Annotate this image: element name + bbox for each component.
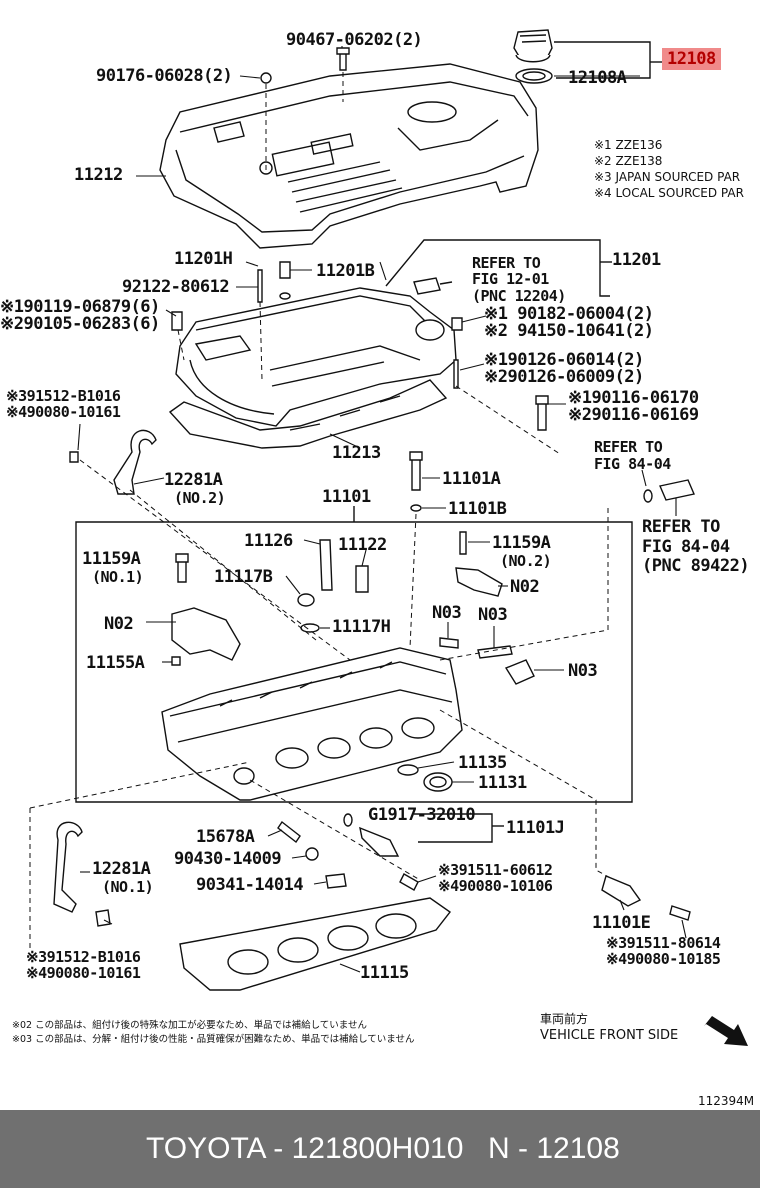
part-11122[interactable]: 11122 <box>338 535 387 555</box>
diagram-drawing <box>0 0 748 1046</box>
part-90467[interactable]: 90467-06202(2) <box>286 30 423 50</box>
part-90126a[interactable]: ※190126-06014(2) <box>484 350 644 370</box>
vehicle-front-jp: 車両前方 <box>540 1012 589 1026</box>
part-11159A-no2[interactable]: 11159A <box>492 533 551 553</box>
part-12281A-no2[interactable]: 12281A <box>164 470 223 490</box>
part-N03-a[interactable]: N03 <box>432 603 462 623</box>
part-N03-c[interactable]: N03 <box>568 661 598 681</box>
oil-filler-cap <box>514 30 552 62</box>
vehicle-front-arrow <box>704 1016 748 1046</box>
part-90176[interactable]: 90176-06028(2) <box>96 66 233 86</box>
part-G1917[interactable]: G1917-32010 <box>368 805 476 825</box>
part-90116b[interactable]: ※290116-06169 <box>568 405 699 425</box>
part-N03-b[interactable]: N03 <box>478 605 508 625</box>
refer-fig-12-01-line2[interactable]: FIG 12-01 <box>472 270 549 288</box>
refer-fig-84-04-b-line2[interactable]: FIG 84-04 <box>642 537 730 557</box>
cylinder-head-cover <box>176 288 456 426</box>
part-11101[interactable]: 11101 <box>322 487 371 507</box>
part-11201H[interactable]: 11201H <box>174 249 233 269</box>
engine-hanger-no1 <box>54 822 82 912</box>
head-gasket <box>180 898 450 990</box>
part-15678A[interactable]: 15678A <box>196 827 255 847</box>
part-11101B[interactable]: 11101B <box>448 499 507 519</box>
refer-fig-84-04-b-line1[interactable]: REFER TO <box>642 517 720 537</box>
part-90119[interactable]: ※190119-06879(6) <box>0 297 160 317</box>
part-11159A-no1[interactable]: 11159A <box>82 549 141 569</box>
part-11201B[interactable]: 11201B <box>316 261 375 281</box>
part-11117H[interactable]: 11117H <box>332 617 391 637</box>
part-11117B[interactable]: 11117B <box>214 567 273 587</box>
part-11101E[interactable]: 11101E <box>592 913 651 933</box>
part-11201[interactable]: 11201 <box>612 250 661 270</box>
part-91512-upper[interactable]: ※391512-B1016 <box>6 387 121 405</box>
part-12108-highlight[interactable]: 12108 <box>662 48 721 70</box>
cylinder-head <box>162 648 462 800</box>
footer-bar: TOYOTA - 121800H010 N - 12108 <box>0 1110 760 1188</box>
part-90126b[interactable]: ※290126-06009(2) <box>484 367 644 387</box>
part-N02-left[interactable]: N02 <box>104 614 134 634</box>
note-3: ※3 JAPAN SOURCED PAR <box>594 170 741 184</box>
parts-diagram: 90467-06202(2) 12108 90176-06028(2) 1210… <box>0 0 755 1108</box>
footer-reference: N - 12108 <box>488 1132 620 1165</box>
note-2: ※2 ZZE138 <box>594 154 663 168</box>
part-N02-right[interactable]: N02 <box>510 577 540 597</box>
refer-fig-12-01-line1[interactable]: REFER TO <box>472 254 541 272</box>
part-91511-upper[interactable]: ※391511-60612 <box>438 861 553 879</box>
footer-part-number: TOYOTA - 121800H010 <box>146 1132 464 1165</box>
engine-hanger-no2 <box>114 430 156 494</box>
part-90080-lower-right[interactable]: ※490080-10185 <box>606 950 721 968</box>
part-11101A[interactable]: 11101A <box>442 469 501 489</box>
vehicle-front-en: VEHICLE FRONT SIDE <box>540 1028 679 1043</box>
part-90116a[interactable]: ※190116-06170 <box>568 388 699 408</box>
head-cover-gasket <box>170 380 446 448</box>
engine-cover <box>160 64 538 248</box>
part-90080-mid[interactable]: ※490080-10106 <box>438 877 553 895</box>
part-92122[interactable]: 92122-80612 <box>122 277 230 297</box>
part-90080-lower-left[interactable]: ※490080-10161 <box>26 964 141 982</box>
part-91511-lower[interactable]: ※391511-80614 <box>606 934 721 952</box>
part-11159A-no1-sub: (NO.1) <box>92 568 144 586</box>
illustration-id: 112394M <box>698 1094 755 1108</box>
refer-fig-84-04-a-line1[interactable]: REFER TO <box>594 438 663 456</box>
part-11155A[interactable]: 11155A <box>86 653 145 673</box>
part-94150[interactable]: ※2 94150-10641(2) <box>484 321 654 341</box>
note-1: ※1 ZZE136 <box>594 138 663 152</box>
refer-fig-84-04-b-line3[interactable]: (PNC 89422) <box>642 556 750 576</box>
part-91512-lower[interactable]: ※391512-B1016 <box>26 948 141 966</box>
part-90430[interactable]: 90430-14009 <box>174 849 282 869</box>
part-90080-upper[interactable]: ※490080-10161 <box>6 403 121 421</box>
note-4: ※4 LOCAL SOURCED PAR <box>594 186 744 200</box>
part-12108A[interactable]: 12108A <box>568 68 627 88</box>
part-12281A-no1-sub: (NO.1) <box>102 878 154 896</box>
refer-fig-12-01-line3[interactable]: (PNC 12204) <box>472 287 566 305</box>
part-12281A-no2-sub: (NO.2) <box>174 489 226 507</box>
jp-note-n02: ※02 この部品は、組付け後の特殊な加工が必要なため、単品では補給していません <box>12 1020 367 1031</box>
part-11115[interactable]: 11115 <box>360 963 409 983</box>
part-11101J[interactable]: 11101J <box>506 818 565 838</box>
part-11212[interactable]: 11212 <box>74 165 123 185</box>
part-90105[interactable]: ※290105-06283(6) <box>0 314 160 334</box>
part-11213[interactable]: 11213 <box>332 443 381 463</box>
oil-filler-gasket <box>516 69 552 83</box>
part-12281A-no1[interactable]: 12281A <box>92 859 151 879</box>
part-11126[interactable]: 11126 <box>244 531 293 551</box>
part-90341[interactable]: 90341-14014 <box>196 875 304 895</box>
part-11135[interactable]: 11135 <box>458 753 507 773</box>
part-11131[interactable]: 11131 <box>478 773 527 793</box>
jp-note-n03: ※03 この部品は、分解・組付け後の性能・品質確保が困難なため、単品では補給して… <box>12 1034 415 1045</box>
refer-fig-84-04-a-line2[interactable]: FIG 84-04 <box>594 455 671 473</box>
part-90182[interactable]: ※1 90182-06004(2) <box>484 304 654 324</box>
part-11159A-no2-sub: (NO.2) <box>500 552 552 570</box>
